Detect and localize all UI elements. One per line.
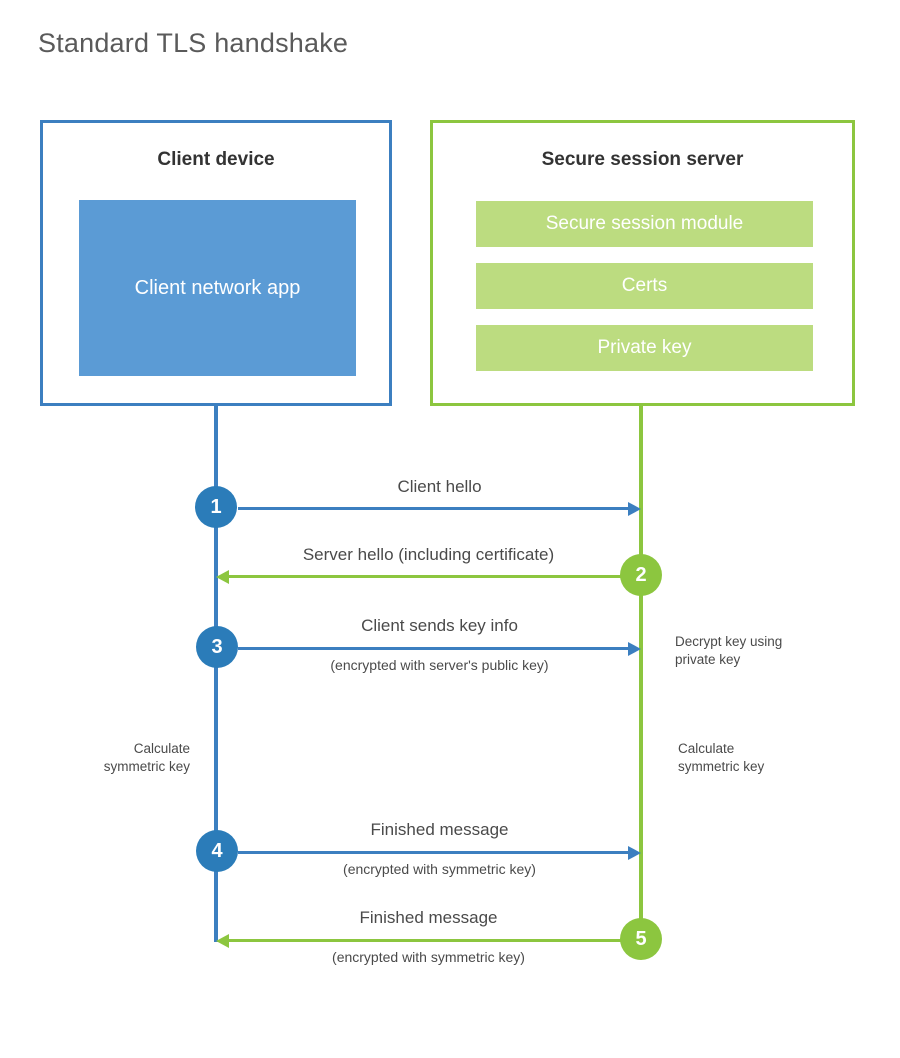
arrowhead-left-icon — [216, 570, 229, 584]
server-component-label: Certs — [621, 275, 668, 296]
message-sublabel: (encrypted with server's public key) — [330, 657, 549, 673]
secure-session-server-box: Secure session server Secure session mod… — [430, 120, 855, 406]
page-title: Standard TLS handshake — [38, 28, 349, 58]
message-label: Finished message — [370, 820, 509, 839]
step-number-4: 4 — [196, 830, 238, 872]
message-line — [238, 507, 628, 510]
message-line — [229, 939, 621, 942]
arrowhead-left-icon — [216, 934, 229, 948]
secure-session-server-title: Secure session server — [541, 149, 744, 170]
message-sublabel: (encrypted with symmetric key) — [332, 949, 525, 965]
arrowhead-right-icon — [628, 502, 641, 516]
client-lifeline — [214, 405, 218, 942]
step-number-1: 1 — [195, 486, 237, 528]
client-device-title: Client device — [157, 149, 275, 170]
step-number-3: 3 — [196, 626, 238, 668]
message-line — [238, 851, 628, 854]
server-component-secure-session-module: Secure session module — [476, 201, 813, 247]
step-number-2: 2 — [620, 554, 662, 596]
server-component-certs: Certs — [476, 263, 813, 309]
server-component-private-key: Private key — [476, 325, 813, 371]
message-label: Server hello (including certificate) — [302, 545, 555, 564]
step-number-5: 5 — [620, 918, 662, 960]
server-component-label: Private key — [597, 337, 692, 358]
message-label: Client hello — [397, 477, 482, 496]
message-line — [238, 647, 628, 650]
arrowhead-right-icon — [628, 642, 641, 656]
server-component-list: Secure session module Certs Private key — [476, 201, 813, 387]
client-network-app-label: Client network app — [134, 276, 301, 299]
step-number-label: 3 — [211, 635, 223, 658]
step-number-label: 5 — [635, 927, 647, 950]
step-number-label: 2 — [635, 563, 647, 586]
client-network-app-block: Client network app — [79, 200, 356, 376]
annotation-client-calculate-symmetric-key: Calculate symmetric key — [103, 741, 190, 775]
message-label: Finished message — [359, 908, 498, 927]
arrowhead-right-icon — [628, 846, 641, 860]
step-number-label: 1 — [210, 495, 222, 518]
server-component-label: Secure session module — [545, 213, 744, 234]
server-lifeline — [639, 405, 643, 942]
annotation-server-calculate-symmetric-key: Calculate symmetric key — [678, 741, 765, 775]
client-device-box: Client device Client network app — [40, 120, 392, 406]
message-label: Client sends key info — [361, 616, 518, 635]
message-line — [229, 575, 621, 578]
message-sublabel: (encrypted with symmetric key) — [343, 861, 536, 877]
annotation-decrypt-key: Decrypt key using private key — [675, 634, 783, 668]
step-number-label: 4 — [211, 839, 223, 862]
